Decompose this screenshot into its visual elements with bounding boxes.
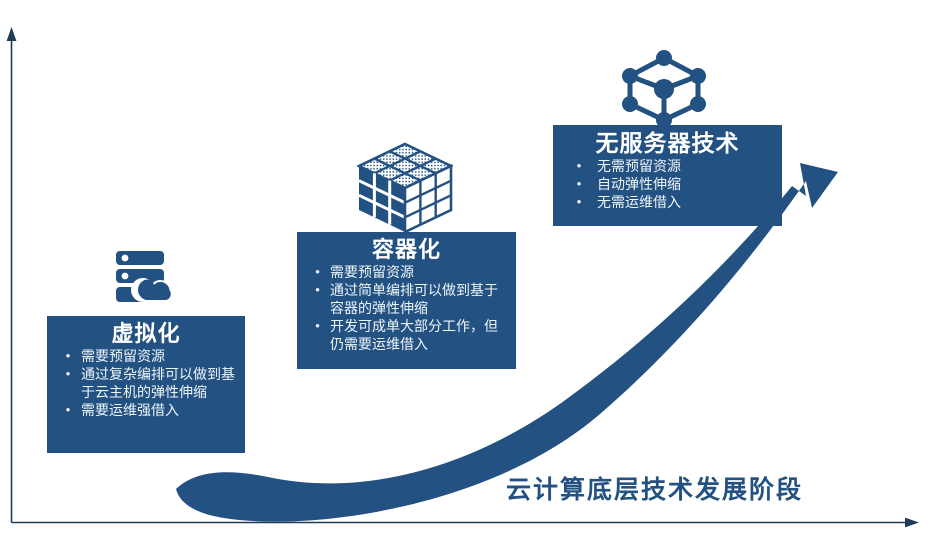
list-item: • 通过复杂编排可以做到基于云主机的弹性伸缩 (55, 366, 237, 402)
list-item: • 开发可成单大部分工作，但仍需要运维借入 (305, 318, 508, 354)
bullet-marker: • (576, 158, 582, 174)
y-axis (6, 27, 17, 523)
list-item: • 需要运维强借入 (55, 402, 237, 420)
bullet-text: 通过简单编排可以做到基于容器的弹性伸缩 (330, 282, 498, 317)
server-cloud-icon (105, 248, 183, 314)
bullet-text: 需要运维强借入 (81, 402, 179, 419)
x-axis (11, 517, 919, 528)
cube-container-icon (355, 142, 455, 235)
stage-title-containerization: 容器化 (371, 237, 441, 262)
network-node-icon (614, 48, 714, 128)
bullet-marker: • (315, 282, 320, 298)
bullet-marker: • (65, 402, 71, 418)
list-item: • 通过简单编排可以做到基于容器的弹性伸缩 (305, 282, 508, 318)
bullet-marker: • (576, 176, 582, 192)
bullet-text: 需要预留资源 (330, 264, 414, 281)
bullet-text: 无需预留资源 (597, 158, 681, 175)
bullet-text: 通过复杂编排可以做到基于云主机的弹性伸缩 (81, 366, 235, 401)
bullet-marker: • (576, 194, 582, 210)
bullet-marker: • (315, 318, 320, 334)
list-item: • 无需预留资源 (561, 158, 774, 176)
stage-title-virtualization: 虚拟化 (111, 321, 181, 346)
list-item: • 自动弹性伸缩 (561, 176, 774, 194)
list-item: • 需要预留资源 (55, 348, 237, 366)
list-item: • 需要预留资源 (305, 264, 508, 282)
bullet-marker: • (65, 366, 71, 382)
bullet-marker: • (315, 264, 320, 280)
stage-card-serverless[interactable]: 无服务器技术 • 无需预留资源 • 自动弹性伸缩 • 无需运维借入 (553, 125, 782, 226)
stage-bullets-serverless: • 无需预留资源 • 自动弹性伸缩 • 无需运维借入 (561, 158, 774, 212)
stage-card-containerization[interactable]: 容器化 • 需要预留资源 • 通过简单编排可以做到基于容器的弹性伸缩 • 开发可… (297, 232, 516, 369)
stage-bullets-virtualization: • 需要预留资源 • 通过复杂编排可以做到基于云主机的弹性伸缩 • 需要运维强借… (55, 348, 237, 420)
bullet-text: 无需运维借入 (597, 194, 681, 211)
stage-bullets-containerization: • 需要预留资源 • 通过简单编排可以做到基于容器的弹性伸缩 • 开发可成单大部… (305, 264, 508, 354)
page-title: 云计算底层技术发展阶段 (506, 476, 804, 504)
bullet-text: 开发可成单大部分工作，但仍需要运维借入 (330, 318, 498, 352)
bullet-marker: • (65, 348, 71, 364)
stage-title-serverless: 无服务器技术 (595, 130, 740, 156)
bullet-text: 自动弹性伸缩 (597, 176, 681, 193)
bullet-text: 需要预留资源 (81, 348, 165, 365)
stage-card-virtualization[interactable]: 虚拟化 • 需要预留资源 • 通过复杂编排可以做到基于云主机的弹性伸缩 • 需要… (47, 316, 245, 453)
list-item: • 无需运维借入 (561, 194, 774, 212)
